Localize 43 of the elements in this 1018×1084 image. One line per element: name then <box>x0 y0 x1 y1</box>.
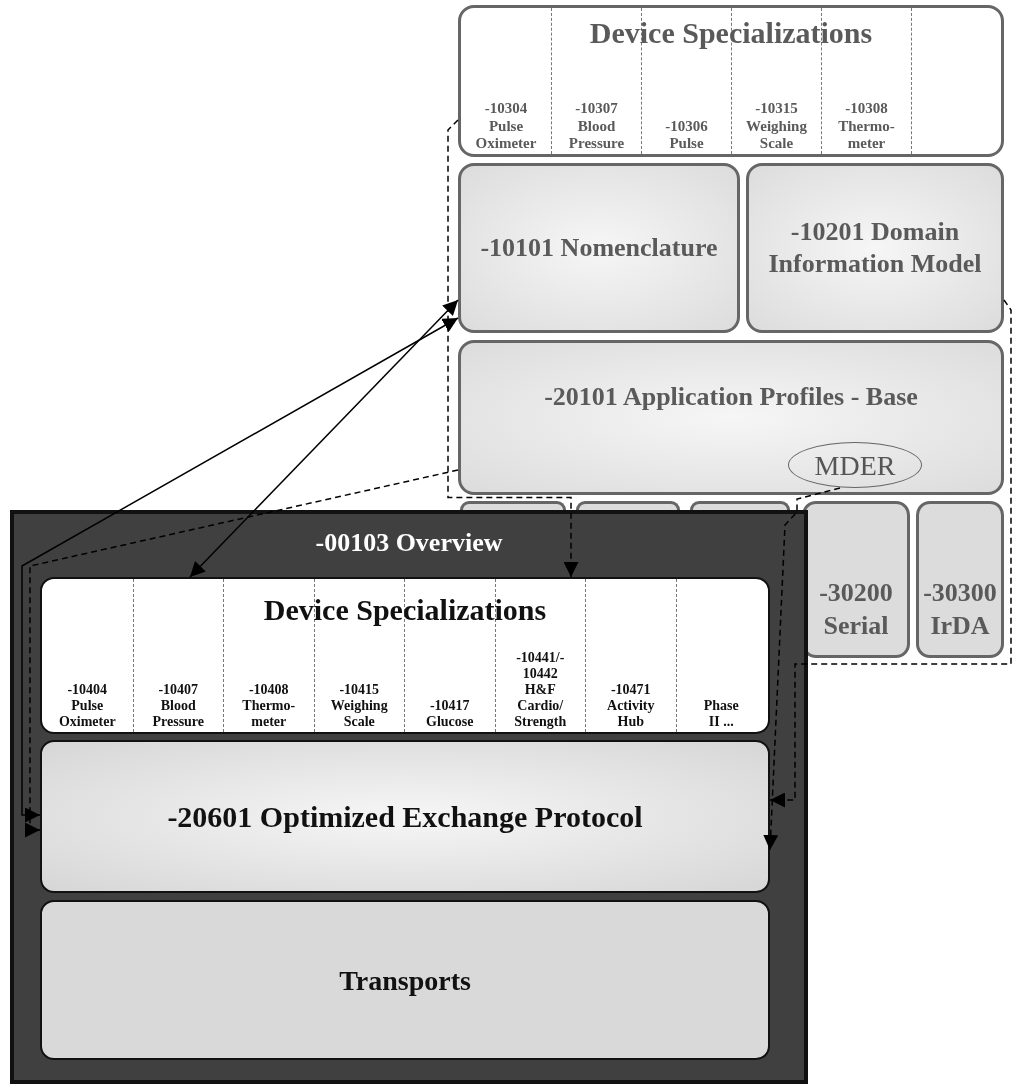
specialization-label: -10471 Activity Hub <box>607 681 655 730</box>
overview-panel <box>10 510 808 1084</box>
layer-box <box>40 900 770 1060</box>
dashed-arrow <box>769 299 1012 808</box>
layer-box <box>746 163 1004 333</box>
box-label: -10101 Nomenclature <box>480 231 718 264</box>
specialization-label: Phase II ... <box>703 697 739 730</box>
specialization-label: -10417 Glucose <box>426 697 474 730</box>
specializations-panel <box>40 577 770 734</box>
panel-title: -00103 Overview <box>314 528 504 558</box>
box-label: MDER <box>814 448 896 483</box>
layer-box <box>690 501 790 510</box>
dashed-arrow <box>25 469 459 838</box>
specialization-label: -10415 Weighing Scale <box>330 681 388 730</box>
box-label: -30300 IrDA <box>922 577 998 642</box>
specialization-label: -10315 Weighing Scale <box>746 100 807 152</box>
specialization-label: -10404 Pulse Oximeter <box>58 681 116 730</box>
specialization-label: -10408 Thermo- meter <box>242 681 296 730</box>
box-label: -20101 Application Profiles - Base <box>544 381 918 414</box>
box-label: Transports <box>339 963 471 998</box>
box-label: -10201 Domain Information Model <box>767 215 983 280</box>
layer-box <box>458 163 740 333</box>
layer-box <box>40 740 770 893</box>
layer-box <box>916 501 1004 658</box>
layer-box <box>458 340 1004 495</box>
dashed-arrow <box>763 487 841 851</box>
specialization-label: -10307 Blood Pressure <box>568 100 625 152</box>
arrow <box>21 317 459 823</box>
specialization-label: -10306 Pulse <box>665 117 708 152</box>
specialization-label: -10407 Blood Pressure <box>152 681 205 730</box>
specialization-label: -10308 Thermo- meter <box>838 100 895 152</box>
specialization-label: -10441/- 10442 H&F Cardio/ Strength <box>514 649 567 730</box>
arrow <box>189 299 459 578</box>
layer-box <box>460 501 566 510</box>
box-label: -20601 Optimized Exchange Protocol <box>167 798 643 835</box>
layer-box <box>802 501 910 658</box>
panel-title: Device Specializations <box>588 16 874 50</box>
specialization-label: -10304 Pulse Oximeter <box>475 100 537 152</box>
specializations-panel <box>458 5 1004 157</box>
dashed-arrow <box>447 119 579 578</box>
box-label: -30200 Serial <box>818 577 894 642</box>
panel-title: Device Specializations <box>262 593 548 627</box>
layer-box <box>576 501 680 510</box>
